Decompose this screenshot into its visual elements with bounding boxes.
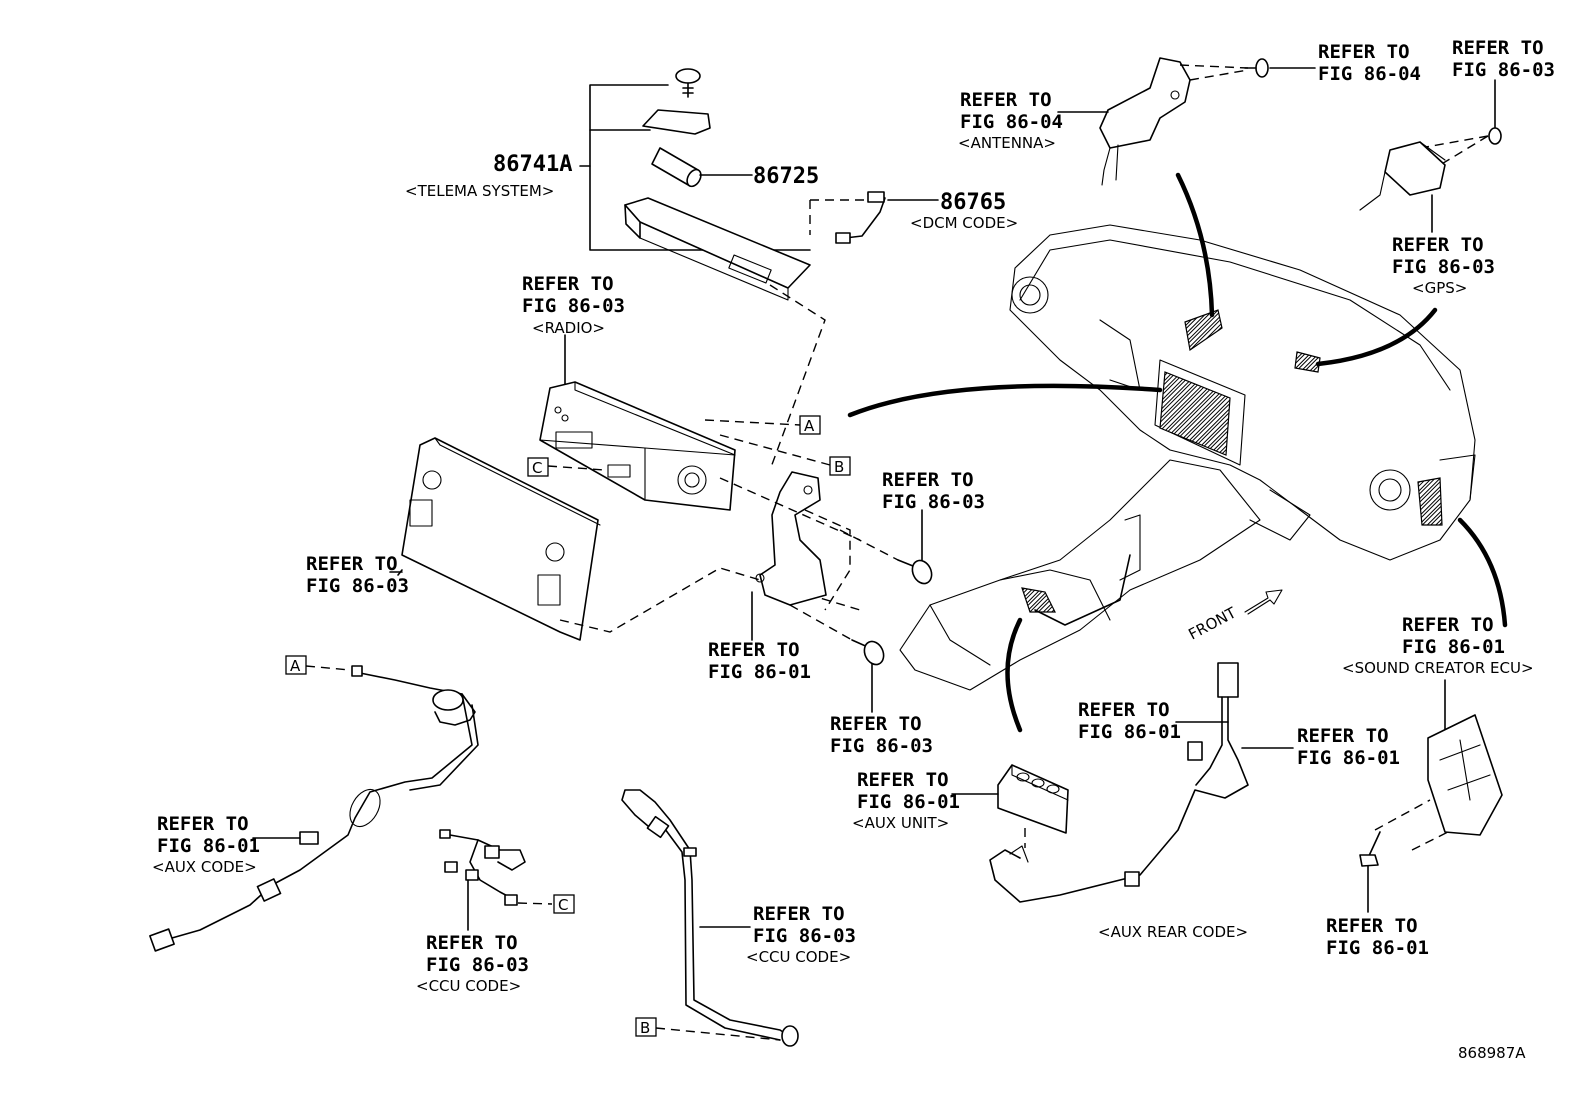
radio-ref-line1: REFER TO [522,273,614,295]
radio-ref-line2: FIG 86-03 [522,295,625,317]
connector-c-marker: C [527,457,549,477]
aux-rear-right-ref-line2: FIG 86-01 [1297,747,1400,769]
aux-unit[interactable] [997,764,1069,834]
aux-code-ref-line2: FIG 86-01 [157,835,260,857]
ccu-harness-small[interactable] [439,829,526,906]
antenna-bolt-ref-line1: REFER TO [1318,41,1410,63]
ccu-right-name: <CCU CODE> [746,948,851,966]
bracket-ref-line1: REFER TO [708,639,800,661]
radio-name: <RADIO> [532,319,605,337]
aux-code-ref-line1: REFER TO [157,813,249,835]
ccu-left-ref-line2: FIG 86-03 [426,954,529,976]
svg-text:FRONT: FRONT [1185,603,1239,643]
aux-rear-left-ref-line1: REFER TO [1078,699,1170,721]
dcm-part-number: 86765 [940,190,1006,215]
aux-unit-ref-line1: REFER TO [857,769,949,791]
radio-unit[interactable] [539,334,736,511]
antenna-name: <ANTENNA> [958,134,1056,152]
aux-code-harness[interactable] [149,665,479,952]
svg-text:B: B [834,458,844,476]
cylinder-part-86725 [651,147,702,188]
connector-c-marker-lower: C [553,894,575,914]
screw-upper-ref-line2: FIG 86-03 [882,491,985,513]
radio-front-panel[interactable] [397,437,601,641]
ccu-right-ref-line2: FIG 86-03 [753,925,856,947]
aux-rear-right-ref-line1: REFER TO [1297,725,1389,747]
antenna-ref-line1: REFER TO [960,89,1052,111]
gps-ref-line1: REFER TO [1392,234,1484,256]
sound-creator-ref-line2: FIG 86-01 [1402,636,1505,658]
connector-a-marker-lower: A [285,655,307,675]
aux-unit-name: <AUX UNIT> [852,814,949,832]
gps-unit[interactable] [1359,141,1446,211]
sound-creator-ref-line1: REFER TO [1402,614,1494,636]
instrument-panel [899,224,1476,691]
sound-creator-ecu[interactable] [1427,714,1503,836]
aux-rear-harness[interactable] [989,662,1249,903]
bolt-icon [1488,127,1502,145]
bracket-ref-line2: FIG 86-01 [708,661,811,683]
screw-icon [851,639,885,666]
screw-lower-ref-line1: REFER TO [830,713,922,735]
svg-text:C: C [558,896,568,914]
screw-upper-ref-line1: REFER TO [882,469,974,491]
connector-b-marker-lower: B [635,1017,657,1037]
connector-a-marker: A [799,415,821,435]
svg-text:C: C [532,459,542,477]
gps-bolt-ref-line2: FIG 86-03 [1452,59,1555,81]
antenna-bolt-ref-line2: FIG 86-04 [1318,63,1421,85]
front-direction-arrow: FRONT [1185,589,1283,644]
ccu-left-ref-line1: REFER TO [426,932,518,954]
telema-system-name: <TELEMA SYSTEM> [405,182,554,200]
part-86725-number: 86725 [753,164,819,189]
svg-text:B: B [640,1019,650,1037]
antenna-ref-line2: FIG 86-04 [960,111,1063,133]
aux-rear-left-ref-line2: FIG 86-01 [1078,721,1181,743]
svg-text:A: A [804,417,815,435]
bolt-icon [1359,831,1381,867]
sound-creator-name: <SOUND CREATOR ECU> [1342,659,1534,677]
ccu-left-name: <CCU CODE> [416,977,521,995]
dcm-code-name: <DCM CODE> [910,214,1018,232]
svg-text:A: A [290,657,301,675]
sound-bolt-ref-line2: FIG 86-01 [1326,937,1429,959]
aux-code-name: <AUX CODE> [152,858,257,876]
cover-plate [642,109,711,135]
sound-bolt-ref-line1: REFER TO [1326,915,1418,937]
bolt-icon [1244,58,1269,78]
dcm-connector [867,191,885,203]
antenna-unit[interactable] [1099,57,1191,186]
aux-rear-code-name: <AUX REAR CODE> [1098,923,1248,941]
telema-system-assembly[interactable] [579,68,939,301]
panel-ref-line2: FIG 86-03 [306,575,409,597]
mounting-bracket[interactable] [755,471,827,606]
panel-ref-line1: REFER TO [306,553,398,575]
gps-bolt-ref-line1: REFER TO [1452,37,1544,59]
diagram-code: 868987A [1458,1044,1526,1062]
gps-name: <GPS> [1412,279,1467,297]
screw-lower-ref-line2: FIG 86-03 [830,735,933,757]
telema-part-number: 86741A [493,152,572,177]
ccu-right-ref-line1: REFER TO [753,903,845,925]
gps-ref-line2: FIG 86-03 [1392,256,1495,278]
ccu-long-cable[interactable] [621,789,799,1047]
screw-icon [897,559,933,585]
connector-b-marker: B [829,456,851,476]
aux-unit-ref-line2: FIG 86-01 [857,791,960,813]
telema-unit-box [624,197,811,301]
screw-icon [675,68,701,98]
